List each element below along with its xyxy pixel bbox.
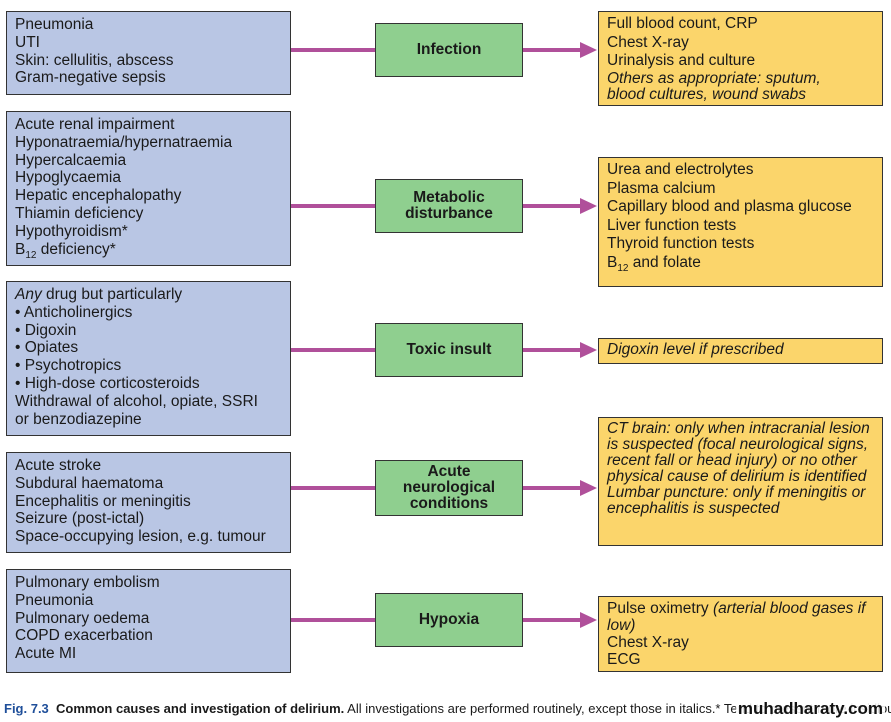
cause-item: Hypothyroidism*: [15, 222, 128, 240]
cause-item: Pneumonia: [15, 591, 94, 609]
cause-item: or benzodiazepine: [15, 410, 142, 428]
investigations-box-neurological: CT brain: only when intracranial lesion …: [598, 417, 883, 546]
investigation-item: Full blood count, CRP: [607, 15, 758, 32]
arrow-head: [580, 198, 597, 214]
watermark: muhadharaty.com: [735, 699, 885, 719]
cause-item: Any drug but particularly: [15, 286, 183, 303]
cause-item: Subdural haematoma: [15, 474, 164, 492]
investigation-item: Chest X-ray: [607, 33, 689, 51]
caption-title: Common causes and investigation of delir…: [56, 701, 345, 716]
category-label: Infection: [416, 41, 482, 58]
investigation-item: Plasma calcium: [607, 179, 716, 197]
cause-item: Seizure (post-ictal): [15, 510, 145, 528]
cause-item: Hepatic encephalopathy: [15, 187, 182, 205]
cause-item: • Digoxin: [15, 321, 77, 339]
arrow-head: [580, 480, 597, 496]
investigations-box-hypoxia: Pulse oximetry (arterial blood gases if …: [598, 596, 883, 672]
investigation-item: Chest X-ray: [607, 634, 689, 651]
figure-number: Fig. 7.3: [4, 701, 49, 716]
arrow-head: [580, 342, 597, 358]
cause-item: COPD exacerbation: [15, 627, 153, 645]
category-label: Acute: [427, 463, 471, 480]
investigation-item: B12 and folate: [607, 253, 701, 274]
category-box-toxic: Toxic insult: [375, 323, 523, 377]
category-label: Metabolic: [413, 189, 485, 206]
investigation-item: ECG: [607, 651, 641, 668]
cause-item: Encephalitis or meningitis: [15, 492, 191, 510]
investigation-item: Urea and electrolytes: [607, 161, 754, 178]
category-label: disturbance: [405, 205, 493, 222]
cause-item: Acute stroke: [15, 457, 102, 474]
cause-item: Space-occupying lesion, e.g. tumour: [15, 528, 266, 546]
cause-item: Thiamin deficiency: [15, 204, 144, 222]
investigation-paragraph: CT brain: only when intracranial lesion …: [607, 420, 870, 485]
cause-item: • High-dose corticosteroids: [15, 374, 200, 392]
cause-item: • Opiates: [15, 339, 79, 357]
cause-item: • Psychotropics: [15, 357, 122, 375]
category-label: neurological: [402, 479, 496, 496]
cause-item: UTI: [15, 33, 40, 51]
category-label: conditions: [409, 495, 489, 512]
investigation-item: Liver function tests: [607, 216, 737, 234]
investigation-paragraph: Lumbar puncture: only if meningitis or e…: [607, 484, 866, 517]
causes-box-metabolic: Acute renal impairment Hyponatraemia/hyp…: [6, 111, 291, 266]
category-box-hypoxia: Hypoxia: [375, 593, 523, 647]
category-box-metabolic: Metabolic disturbance: [375, 179, 523, 233]
cause-item: Skin: cellulitis, abscess: [15, 51, 174, 69]
cause-item: Pulmonary oedema: [15, 609, 150, 627]
cause-item: Acute renal impairment: [15, 116, 175, 133]
cause-item: Pulmonary embolism: [15, 574, 160, 591]
cause-item: Pneumonia: [15, 16, 94, 33]
investigation-item: Thyroid function tests: [607, 235, 755, 252]
causes-box-toxic: Any drug but particularly • Anticholiner…: [6, 281, 291, 436]
category-label: Hypoxia: [418, 611, 480, 628]
investigations-box-metabolic: Urea and electrolytes Plasma calcium Cap…: [598, 157, 883, 287]
category-box-infection: Infection: [375, 23, 523, 77]
cause-item: • Anticholinergics: [15, 303, 133, 321]
causes-box-infection: Pneumonia UTI Skin: cellulitis, abscess …: [6, 11, 291, 95]
arrow-head: [580, 612, 597, 628]
investigation-item: Urinalysis and culture: [607, 52, 756, 69]
cause-item: B12 deficiency*: [15, 240, 116, 261]
cause-item: Hyponatraemia/hypernatraemia: [15, 133, 233, 151]
causes-box-neurological: Acute stroke Subdural haematoma Encephal…: [6, 452, 291, 553]
cause-item: Acute MI: [15, 645, 77, 663]
category-label: Toxic insult: [406, 341, 492, 358]
cause-item: Hypoglycaemia: [15, 169, 121, 187]
causes-box-hypoxia: Pulmonary embolism Pneumonia Pulmonary o…: [6, 569, 291, 673]
investigation-item: Others as appropriate: sputum,: [607, 69, 821, 87]
investigations-box-toxic: Digoxin level if prescribed: [598, 338, 883, 364]
investigation-item: blood cultures, wound swabs: [607, 85, 807, 103]
investigation-item: Digoxin level if prescribed: [607, 341, 784, 358]
category-box-neurological: Acute neurological conditions: [375, 460, 523, 516]
arrow-head: [580, 42, 597, 58]
cause-item: Withdrawal of alcohol, opiate, SSRI: [15, 392, 258, 410]
investigations-box-infection: Full blood count, CRP Chest X-ray Urinal…: [598, 11, 883, 106]
cause-item: Hypercalcaemia: [15, 151, 127, 169]
cause-item: Gram-negative sepsis: [15, 69, 166, 87]
investigation-item: Pulse oximetry (arterial blood gases if …: [607, 600, 866, 634]
investigation-item: Capillary blood and plasma glucose: [607, 198, 852, 215]
